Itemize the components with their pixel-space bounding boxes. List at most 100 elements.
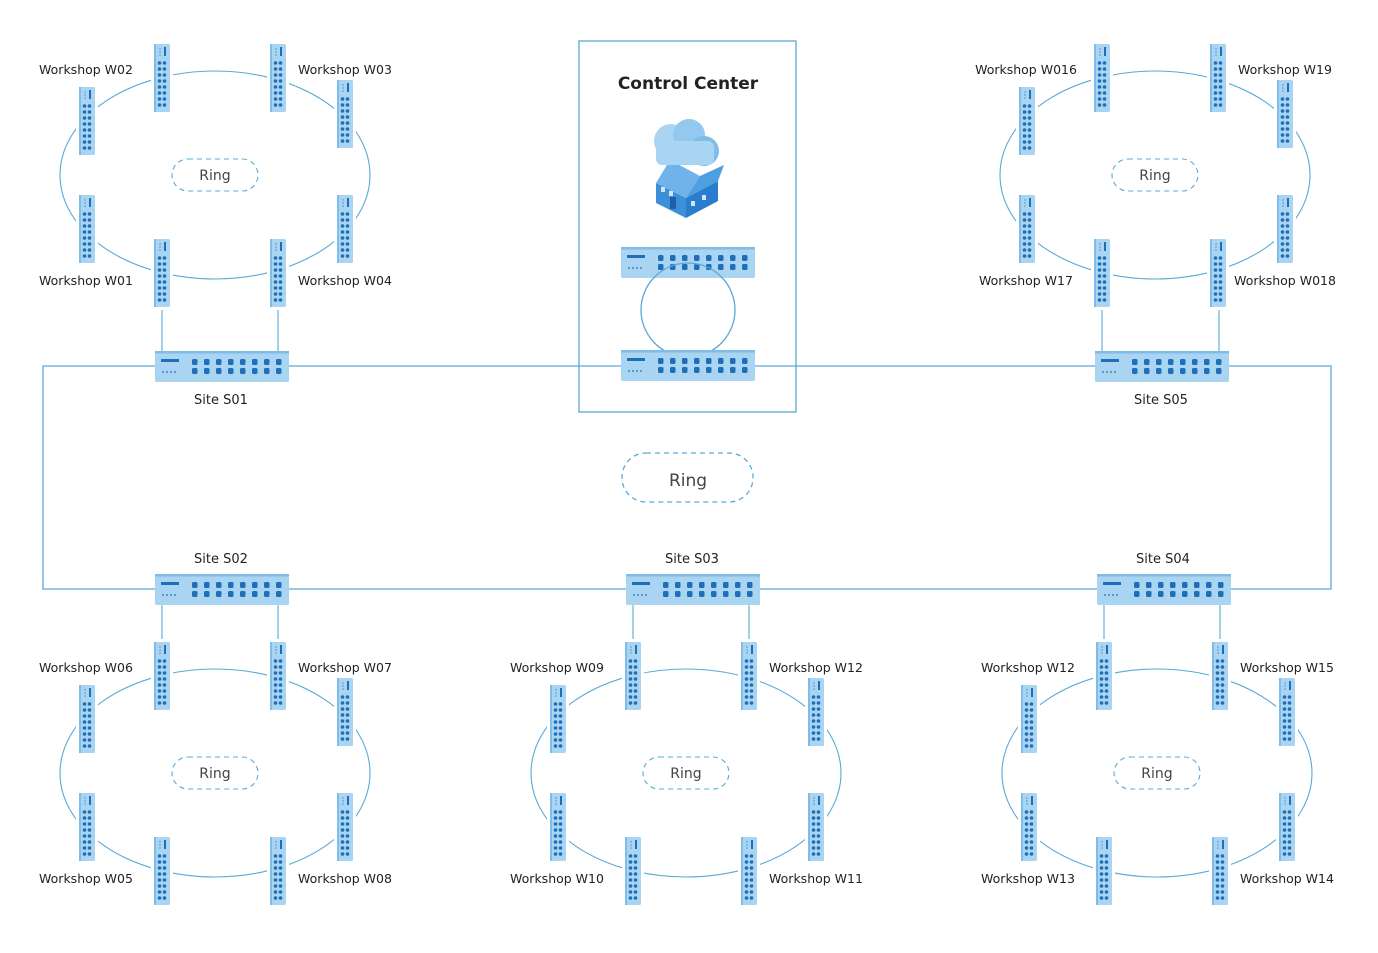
ring-pill-text: Ring [199,168,230,184]
workshop-label: Workshop W01 [39,273,133,288]
workshop-switch-icon[interactable] [1096,837,1112,905]
workshop-ring [59,70,371,280]
ring-pill [171,158,259,192]
workshop-switch-icon[interactable] [1096,642,1112,710]
workshop-switch-icon[interactable] [154,239,170,307]
workshop-switch-icon[interactable] [1021,793,1037,861]
workshop-switch-icon[interactable] [1210,239,1226,307]
workshop-switch-icon[interactable] [741,642,757,710]
workshop-switch-icon[interactable] [625,837,641,905]
workshop-label: Workshop W17 [979,273,1073,288]
site-label-s04: Site S04 [1136,552,1190,567]
workshop-switch-icon[interactable] [154,837,170,905]
site-s05[interactable]: Site S05 [1095,351,1229,408]
workshop-switch-icon[interactable] [1210,44,1226,112]
workshop-label: Workshop W12 [981,660,1075,675]
workshop-label: Workshop W06 [39,660,133,675]
ring-pill [171,756,259,790]
workshop-switch-icon[interactable] [1279,793,1295,861]
workshop-label: Workshop W09 [510,660,604,675]
site-switch-s01[interactable] [155,351,289,382]
cluster-ring-label: Ring [171,756,259,790]
site-label-s01: Site S01 [194,393,248,408]
workshop-label: Workshop W03 [298,62,392,77]
workshop-switch-icon[interactable] [550,793,566,861]
workshop-switch-icon[interactable] [79,87,95,155]
workshop-switch-icon[interactable] [1019,87,1035,155]
workshop-label: Workshop W15 [1240,660,1334,675]
workshop-switch-icon[interactable] [79,685,95,753]
workshop-label: Workshop W05 [39,871,133,886]
control-center-frame [578,40,797,413]
workshop-switch-icon[interactable] [337,80,353,148]
workshop-switch-icon[interactable] [154,44,170,112]
cluster-ring-label: Ring [1111,158,1199,192]
workshop-switch-icon[interactable] [337,195,353,263]
cluster-ring-label: Ring [1113,756,1201,790]
workshop-switch-icon[interactable] [337,793,353,861]
site-label-s03: Site S03 [665,552,719,567]
workshop-switch-icon[interactable] [625,642,641,710]
ring-pill-text: Ring [199,766,230,782]
workshop-switch-icon[interactable] [741,837,757,905]
ring-pill-text: Ring [1139,168,1170,184]
workshop-label: Workshop W11 [769,871,863,886]
site-switch-s03[interactable] [626,574,760,605]
workshop-switch-icon[interactable] [1212,837,1228,905]
workshop-switch-icon[interactable] [270,239,286,307]
site-s03[interactable]: Site S03 [626,552,760,605]
site-label-s05: Site S05 [1134,393,1188,408]
workshop-ring [530,668,842,878]
cloud-building-icon [654,119,724,218]
cluster-ring-label: Ring [642,756,730,790]
workshop-switch-icon[interactable] [1277,80,1293,148]
workshop-switch-icon[interactable] [1212,642,1228,710]
workshop-label: Workshop W19 [1238,62,1332,77]
workshop-switch-icon[interactable] [1094,44,1110,112]
workshop-label: Workshop W04 [298,273,392,288]
control-center-switch-bottom[interactable] [621,350,755,381]
workshop-switch-icon[interactable] [270,837,286,905]
site-switch-s02[interactable] [155,574,289,605]
workshop-label: Workshop W08 [298,871,392,886]
ring-pill [1111,158,1199,192]
site-switch-s04[interactable] [1097,574,1231,605]
workshop-label: Workshop W018 [1234,273,1336,288]
site-s01[interactable]: Site S01 [155,351,289,408]
control-center[interactable]: Control Center [578,40,797,413]
workshop-switch-icon[interactable] [1277,195,1293,263]
workshop-label: Workshop W07 [298,660,392,675]
workshop-switch-icon[interactable] [1279,678,1295,746]
workshop-switch-icon[interactable] [808,678,824,746]
workshop-label: Workshop W13 [981,871,1075,886]
workshop-label: Workshop W14 [1240,871,1334,886]
workshop-switch-icon[interactable] [270,642,286,710]
workshop-switch-icon[interactable] [550,685,566,753]
ring-pill-text: Ring [1141,766,1172,782]
workshop-label: Workshop W10 [510,871,604,886]
ring-pill [1113,756,1201,790]
site-switch-s05[interactable] [1095,351,1229,382]
workshop-label: Workshop W12 [769,660,863,675]
ring-pill [642,756,730,790]
site-s04[interactable]: Site S04 [1097,552,1231,605]
workshop-switch-icon[interactable] [1019,195,1035,263]
workshop-switch-icon[interactable] [337,678,353,746]
site-s02[interactable]: Site S02 [155,552,289,605]
workshop-switch-icon[interactable] [79,195,95,263]
workshop-switch-icon[interactable] [808,793,824,861]
workshop-switch-icon[interactable] [1021,685,1037,753]
control-center-title: Control Center [618,74,759,94]
main-ring-label: Ring [621,452,754,503]
workshop-switch-icon[interactable] [79,793,95,861]
workshop-label: Workshop W016 [975,62,1077,77]
workshop-switch-icon[interactable] [270,44,286,112]
workshop-switch-icon[interactable] [154,642,170,710]
workshop-switch-icon[interactable] [1094,239,1110,307]
